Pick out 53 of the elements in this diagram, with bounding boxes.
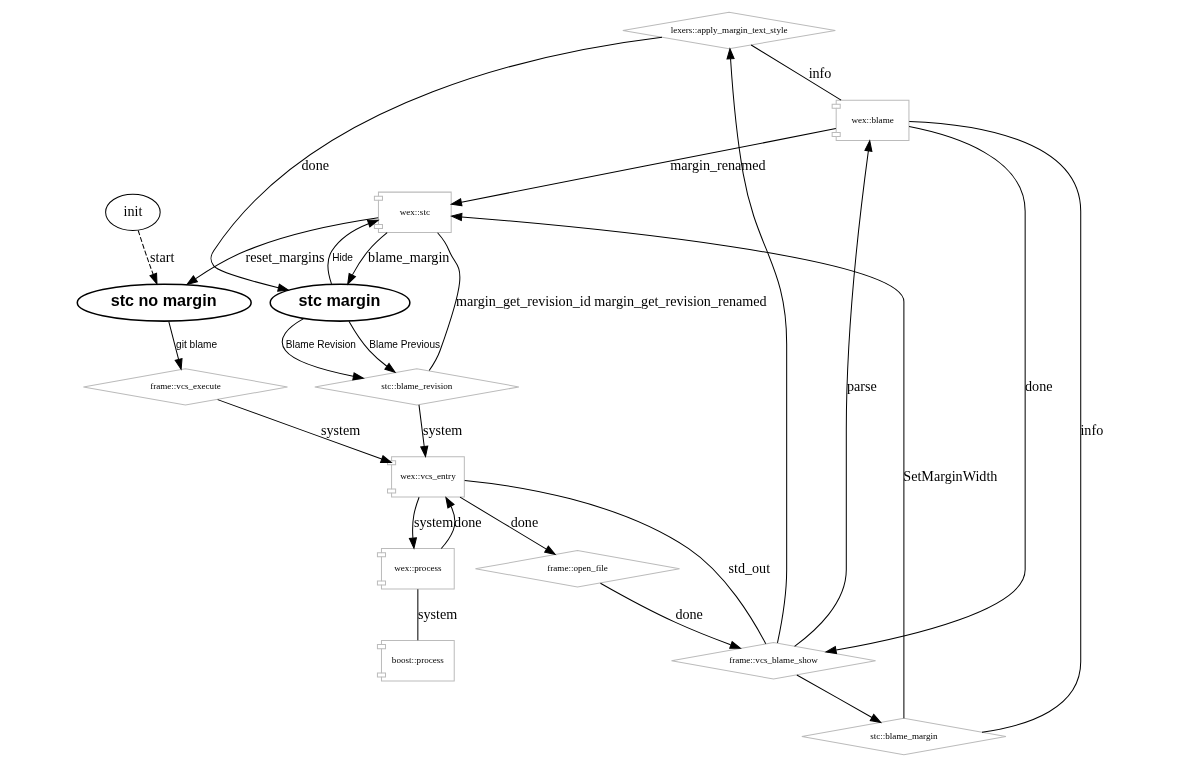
- node-ellipse: init: [104, 193, 161, 232]
- edge-label: done: [510, 513, 538, 530]
- edge-label: margin_renamed: [669, 157, 766, 174]
- arrow: [599, 582, 742, 649]
- connector: [416, 588, 418, 641]
- edge-label: git blame: [175, 338, 217, 350]
- edge-label: system: [320, 421, 360, 438]
- connector: [908, 120, 1081, 733]
- edge-label: done: [301, 157, 329, 174]
- arrow: [725, 47, 787, 644]
- arrow: [795, 674, 882, 724]
- arrow: [417, 404, 428, 458]
- arrow: [793, 139, 872, 647]
- connector: [750, 44, 842, 101]
- arrow: [216, 399, 393, 464]
- node-ellipse: stc no margin: [76, 283, 252, 322]
- node-diamond: frame::vcs_execute: [82, 368, 288, 406]
- edge-label: info: [808, 65, 831, 82]
- connector: [463, 479, 766, 645]
- arrow: [449, 128, 836, 207]
- connector: [428, 232, 460, 372]
- node-diamond: stc::blame_revision: [313, 368, 519, 406]
- edge-label: Hide: [331, 251, 353, 263]
- edge-label: system: [413, 513, 453, 530]
- edge-label: info: [1079, 421, 1103, 438]
- arrow: [167, 321, 183, 371]
- arrow: [137, 229, 157, 286]
- edge-label: margin_get_revision_id margin_get_revision_renamed: [455, 293, 767, 310]
- node-diamond: lexers::apply_margin_text_style: [621, 11, 836, 50]
- edge-label: system: [417, 605, 457, 622]
- node-diamond: frame::open_file: [474, 550, 680, 588]
- node-diamond: stc::blame_margin: [800, 717, 1006, 756]
- edge-label: reset_margins: [244, 249, 324, 266]
- edge-label: Blame Revision: [285, 338, 356, 350]
- edge-label: system: [422, 421, 462, 438]
- arrow: [209, 36, 663, 292]
- arrow: [440, 496, 455, 549]
- arrow: [346, 232, 388, 286]
- edge-label: start: [149, 249, 174, 266]
- arrow: [281, 318, 365, 381]
- arrow: [326, 219, 380, 285]
- arrow: [408, 496, 420, 550]
- edge-label: blame_margin: [367, 249, 449, 266]
- arrow: [823, 126, 1026, 655]
- arrow: [347, 320, 396, 374]
- edge-label: done: [674, 605, 703, 622]
- arrow: [459, 496, 556, 556]
- arrow: [185, 217, 379, 286]
- edge-label: parse: [846, 377, 877, 394]
- edge-label: SetMarginWidth: [902, 467, 997, 484]
- edge-label: std_out: [727, 559, 770, 576]
- edge-label: Blame Previous: [368, 338, 440, 350]
- arrow: [449, 212, 904, 719]
